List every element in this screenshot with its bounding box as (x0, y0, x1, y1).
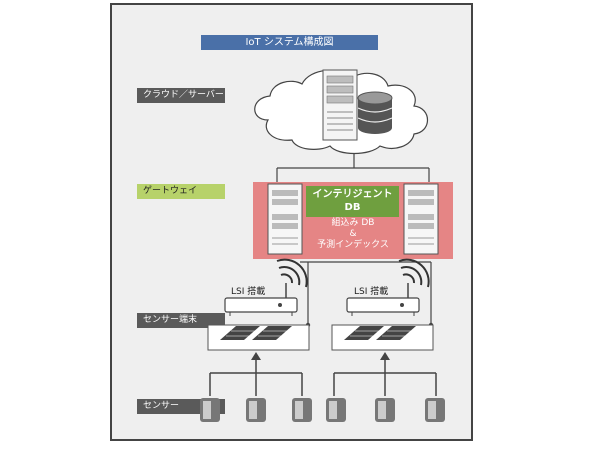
sensor-icon (425, 398, 445, 422)
layer-label-gateway: ゲートウェイ (137, 184, 225, 199)
server-icon (267, 183, 303, 255)
sensor-bus (209, 372, 437, 396)
lsi-label-left: LSI 搭載 (231, 287, 266, 297)
chip-icon (344, 326, 384, 340)
wifi-icon (276, 258, 308, 288)
intelligent-db-line: DB (344, 202, 361, 213)
chip-icon (252, 326, 292, 340)
sensor-icon (200, 398, 220, 422)
server-icon (403, 183, 439, 255)
connection-lines (276, 150, 432, 325)
embedded-db-line: & (349, 229, 357, 239)
embedded-db-line: 組込み DB (331, 218, 375, 228)
chip-icon (376, 326, 416, 340)
lsi-label-right: LSI 搭載 (354, 287, 389, 297)
router-icon (224, 283, 298, 316)
server-icon (322, 69, 358, 141)
arrow-up-icon (380, 352, 390, 373)
sensor-icon (375, 398, 395, 422)
diagram-title: IoT システム構成図 (201, 35, 378, 50)
sensor-icon (326, 398, 346, 422)
embedded-db-line: 予測インデックス (317, 240, 389, 250)
layer-label-cloud: クラウド／サーバー (137, 88, 225, 103)
layer-label-terminal: センサー端末 (137, 313, 225, 328)
sensor-icon (292, 398, 312, 422)
router-icon (346, 283, 420, 316)
database-icon (357, 91, 393, 134)
chip-icon (220, 326, 260, 340)
arrow-up-icon (251, 352, 261, 373)
intelligent-db-box: インテリジェント DB (306, 186, 399, 217)
intelligent-db-line: インテリジェント (312, 189, 393, 200)
embedded-db-text: 組込み DB & 予測インデックス (300, 218, 406, 251)
sensor-icon (246, 398, 266, 422)
wifi-icon (398, 258, 430, 288)
